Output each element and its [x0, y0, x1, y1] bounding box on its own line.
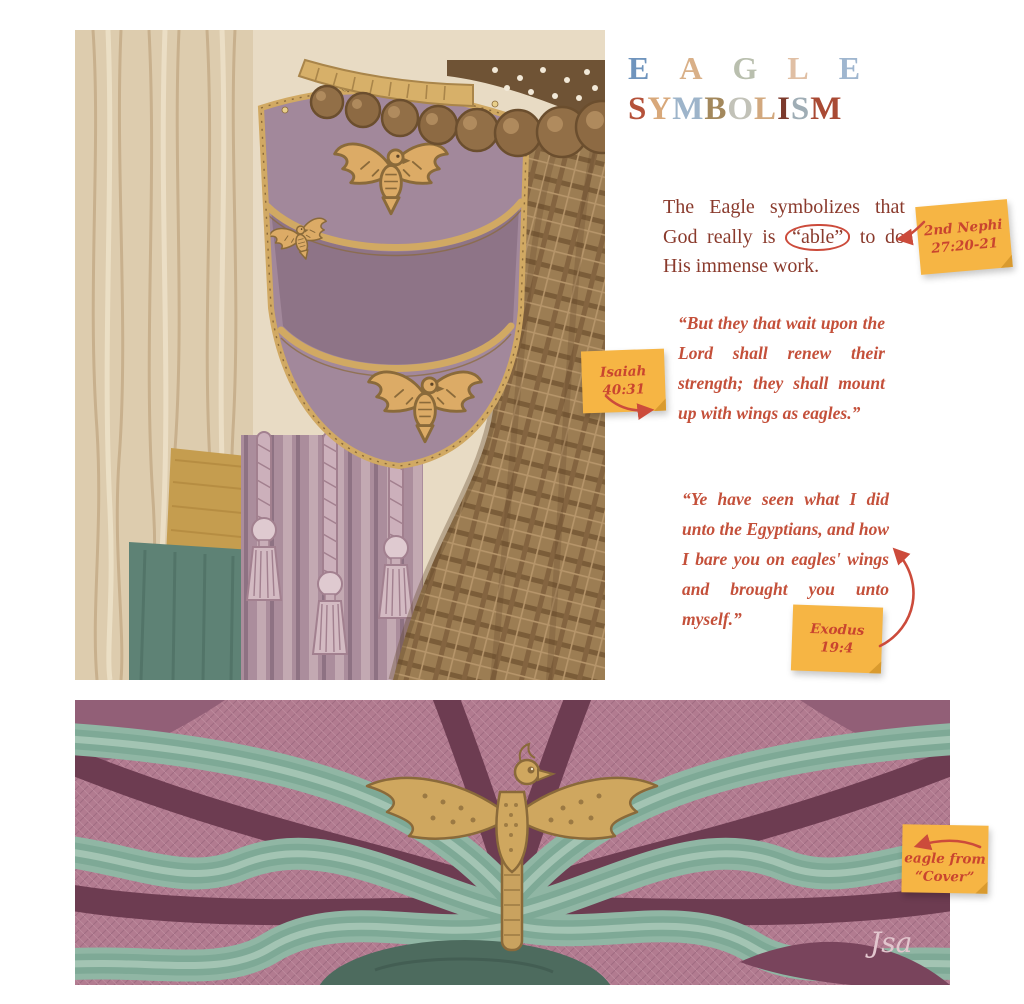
circled-word: “able”	[785, 223, 851, 251]
title-letter: S	[628, 91, 648, 127]
dotted-fabric	[447, 60, 605, 126]
sticky-note-isaiah: Isaiah 40:31	[580, 348, 667, 414]
title-letter: E	[838, 50, 891, 86]
title-letter: L	[787, 50, 839, 86]
title-letter: Y	[647, 91, 673, 127]
sticky-note-nephi: 2nd Nephi 27:20-21	[915, 199, 1013, 275]
quote-exodus: “Ye have seen what I did unto the Egypti…	[682, 489, 889, 630]
intro-text-before: The Eagle symbolizes that God really is	[663, 196, 905, 248]
title-letter: G	[732, 50, 788, 86]
eagle-cover-image: Jsa	[75, 700, 950, 985]
title-letter: I	[777, 91, 791, 127]
title-letter: A	[679, 50, 733, 86]
title-letter: M	[810, 91, 843, 127]
page-title: EAGLE SYMBOLISM	[628, 50, 890, 128]
sticky-note-exodus: Exodus 19:4	[790, 604, 884, 674]
title-letter: O	[727, 91, 755, 127]
sticky-note-cover: eagle from “Cover”	[901, 824, 989, 894]
tassel-icon	[246, 517, 282, 601]
tassel-icon	[378, 535, 414, 619]
quote-isaiah: “But they that wait upon the Lord shall …	[678, 313, 885, 424]
garment-detail-art	[75, 30, 605, 680]
intro-text-after: to do His immense work.	[663, 225, 905, 278]
teal-ribbons	[75, 723, 950, 982]
title-letter: L	[754, 91, 778, 127]
title-eagle: EAGLE	[628, 50, 890, 87]
title-letter: B	[704, 91, 728, 127]
teal-cloth	[129, 542, 253, 680]
title-symbolism: SYMBOLISM	[628, 91, 890, 128]
eagle-cover-art: Jsa	[75, 700, 950, 985]
artist-signature: Jsa	[865, 926, 912, 959]
eagle-panel	[257, 81, 531, 470]
title-letter: M	[672, 91, 705, 127]
intro-paragraph: The Eagle symbolizes that God really is …	[663, 193, 905, 282]
tassel-icon	[312, 571, 348, 655]
gold-band	[297, 58, 474, 108]
garment-detail-image	[75, 30, 605, 680]
title-letter: S	[790, 91, 811, 127]
eagle-standard-icon	[365, 742, 659, 952]
title-letter: E	[628, 50, 680, 86]
